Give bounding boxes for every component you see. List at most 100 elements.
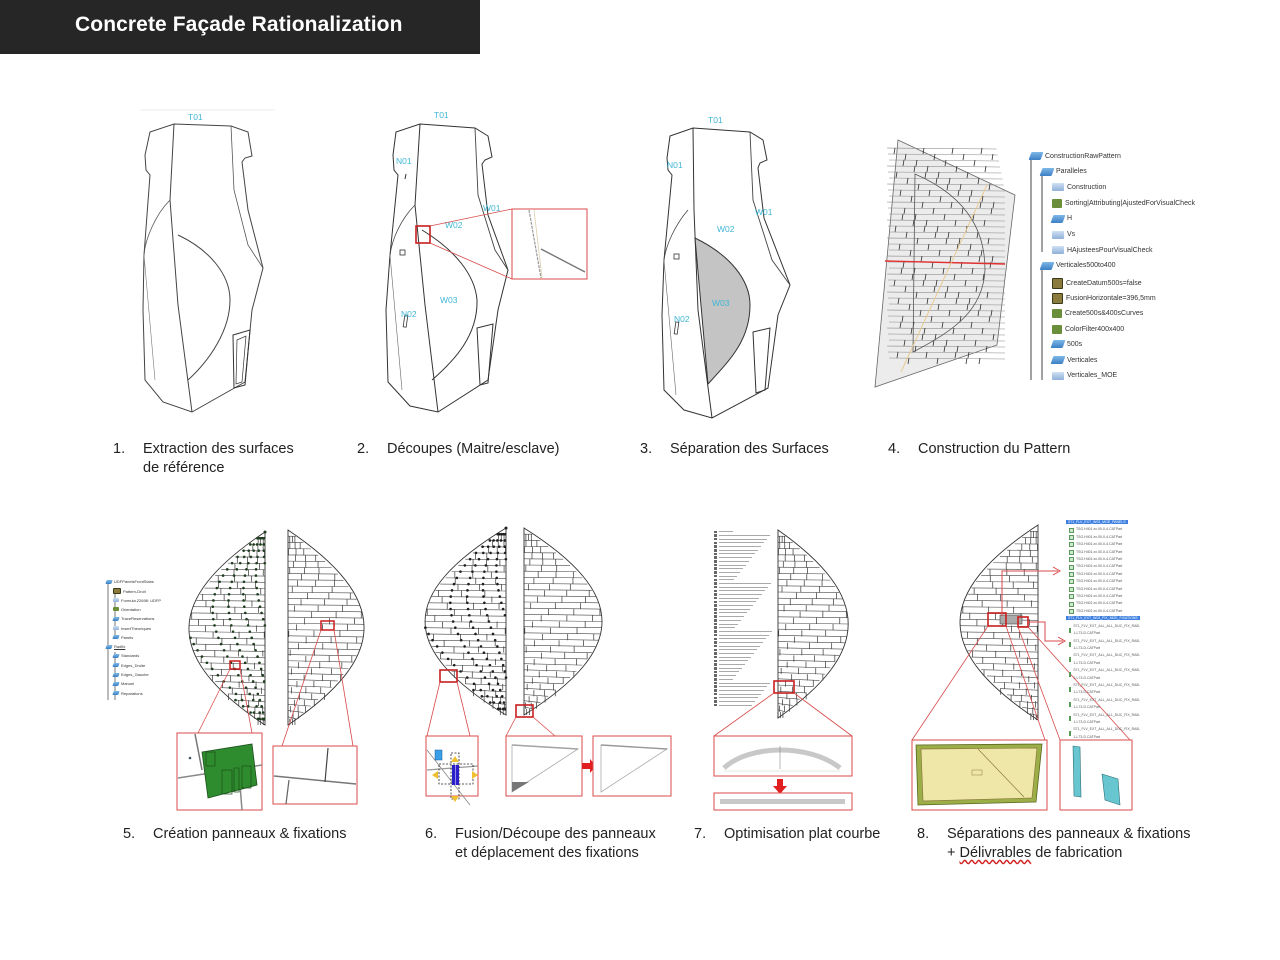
list-item[interactable] — [714, 596, 774, 600]
list-item[interactable] — [714, 604, 774, 608]
tree-group-header[interactable]: S71_FLV_EXT_W03_FIX_MOE_FIXATIONS — [1062, 615, 1140, 622]
tree-item[interactable]: H — [1050, 214, 1072, 223]
list-item[interactable] — [714, 607, 774, 611]
list-item[interactable] — [714, 689, 774, 693]
list-item[interactable] — [714, 670, 774, 674]
list-item[interactable] — [714, 652, 774, 656]
list-item[interactable] — [714, 593, 774, 597]
tree-item[interactable]: Formula.22698: UDFP — [113, 598, 161, 603]
list-item[interactable] — [714, 552, 774, 556]
tree-item[interactable]: Edges_Droite — [112, 663, 145, 668]
tree-item[interactable]: 500s — [1050, 340, 1082, 349]
list-item[interactable] — [714, 571, 774, 575]
tree-item[interactable]: S71_FLV_EXT_ALL_ALL_DUC_FIX_RAB-1-L73-D.… — [1062, 697, 1140, 712]
tree-item[interactable]: S71_FLV_EXT_ALL_ALL_DUC_FIX_RAB-1-L73-D.… — [1062, 712, 1140, 727]
tree-item[interactable]: Vs — [1052, 230, 1075, 239]
tree-item[interactable]: Create500s&400sCurves — [1052, 309, 1143, 318]
tree-item[interactable]: Pattern-Droit — [113, 588, 146, 595]
tree-item[interactable]: TSG.H401.xx.00-0-4.CATPart — [1062, 571, 1140, 578]
tree-item[interactable]: Panels — [112, 635, 133, 640]
list-item[interactable] — [714, 674, 774, 678]
tree-item[interactable]: TSG.H401.xx.00-0-4.CATPart — [1062, 593, 1140, 600]
tree-item[interactable]: S71_FLV_EXT_ALL_ALL_DUC_FIX_RAB-1-L73-D.… — [1062, 652, 1140, 667]
tree-item[interactable]: ConstructionRawPattern — [1028, 152, 1121, 160]
list-item[interactable] — [714, 648, 774, 652]
list-item[interactable] — [714, 659, 774, 663]
list-item[interactable] — [714, 681, 774, 685]
tree-item[interactable]: Verticales500to400 — [1039, 261, 1116, 270]
tree-item[interactable]: S71_FLV_EXT_ALL_ALL_DUC_FIX_RAB-1-L73-D.… — [1062, 623, 1140, 638]
tree-item[interactable]: TSG.H401.xx.00-0-4.CATPart — [1062, 563, 1140, 570]
list-item[interactable] — [714, 703, 774, 707]
tree-item[interactable]: S71_FLV_EXT_ALL_ALL_DUC_FIX_RAB-1-L73-D.… — [1062, 682, 1140, 697]
list-item[interactable] — [714, 600, 774, 604]
tree-item[interactable]: FusionHorizontale=396,5mm — [1052, 293, 1156, 305]
list-item[interactable] — [714, 619, 774, 623]
list-item[interactable] — [714, 666, 774, 670]
list-item[interactable] — [714, 696, 774, 700]
tree-item[interactable]: TSG.H401.xx.00-0-4.CATPart — [1062, 541, 1140, 548]
list-item[interactable] — [714, 567, 774, 571]
tree-item[interactable]: UDFPanelsFrontSlabs — [105, 579, 154, 584]
list-item[interactable] — [714, 574, 774, 578]
tree-item[interactable]: Orientation — [113, 607, 141, 612]
list-item[interactable] — [714, 700, 774, 704]
panel-course-line — [428, 639, 507, 642]
tree-item[interactable]: Paralleles — [1039, 167, 1087, 176]
list-item[interactable] — [714, 534, 774, 538]
tree-item[interactable]: TSG.H401.xx.00-0-4.CATPart — [1062, 534, 1140, 541]
list-item[interactable] — [714, 541, 774, 545]
list-item[interactable] — [714, 685, 774, 689]
list-item[interactable] — [714, 563, 774, 567]
list-item[interactable] — [714, 578, 774, 582]
list-item[interactable] — [714, 589, 774, 593]
tree-item[interactable]: TSG.H401.xx.00-0-4.CATPart — [1062, 526, 1140, 533]
list-item[interactable] — [714, 678, 774, 682]
tree-item[interactable]: Edges_Gauche — [112, 672, 149, 677]
list-item[interactable] — [714, 630, 774, 634]
list-item[interactable] — [714, 637, 774, 641]
list-item[interactable] — [714, 622, 774, 626]
tree-item[interactable]: CreateDatum500s=false — [1052, 277, 1142, 289]
tree-item[interactable]: S71_FLV_EXT_ALL_ALL_DUC_FIX_RAB-1-L73-D.… — [1062, 667, 1140, 682]
tree-item[interactable]: Manuel — [112, 681, 134, 686]
list-item[interactable] — [714, 585, 774, 589]
tree-item[interactable]: TSG.H401.xx.00-0-4.CATPart — [1062, 578, 1140, 585]
list-item[interactable] — [714, 545, 774, 549]
list-item[interactable] — [714, 692, 774, 696]
tree-item[interactable]: Construction — [1052, 183, 1106, 192]
tree-item[interactable]: TSG.H401.xx.00-0-4.CATPart — [1062, 549, 1140, 556]
tree-item[interactable]: TSG.H401.xx.00-0-4.CATPart — [1062, 608, 1140, 615]
list-item[interactable] — [714, 556, 774, 560]
list-item[interactable] — [714, 611, 774, 615]
tree-item[interactable]: HAjusteesPourVisualCheck — [1052, 246, 1152, 255]
list-item[interactable] — [714, 615, 774, 619]
tree-item[interactable]: ColorFilter400x400 — [1052, 324, 1124, 334]
tree-item[interactable]: Verticales — [1050, 356, 1097, 365]
tree-item[interactable]: Standards — [112, 653, 139, 658]
list-item[interactable] — [714, 560, 774, 564]
list-item[interactable] — [714, 548, 774, 552]
tree-item[interactable]: TSG.H401.xx.00-0-4.CATPart — [1062, 586, 1140, 593]
tree-item[interactable]: TraceReservations — [112, 616, 154, 621]
tree-item[interactable]: InsertTheoriques — [113, 626, 151, 631]
list-item[interactable] — [714, 644, 774, 648]
tree-item[interactable]: Reparations — [112, 691, 143, 696]
list-item[interactable] — [714, 537, 774, 541]
list-item[interactable] — [714, 582, 774, 586]
tree-item[interactable]: S71_FLV_EXT_ALL_ALL_DUC_FIX_RAB-1-L73-D.… — [1062, 726, 1140, 741]
list-item[interactable] — [714, 663, 774, 667]
list-item[interactable] — [714, 655, 774, 659]
tree-group-header[interactable]: S71_FLV_EXT_W03_MOE_PANELS — [1062, 519, 1140, 526]
fixation-marker — [468, 613, 471, 617]
list-item[interactable] — [714, 641, 774, 645]
tree-item[interactable]: Sorting|Attributing|AjustedForVisualChec… — [1052, 199, 1195, 209]
tree-item[interactable]: Radfix — [105, 644, 125, 649]
tree-item[interactable]: TSG.H401.xx.00-0-4.CATPart — [1062, 600, 1140, 607]
tree-item[interactable]: Verticales_MOE — [1052, 371, 1117, 380]
list-item[interactable] — [714, 626, 774, 630]
list-item[interactable] — [714, 530, 774, 534]
tree-item[interactable]: TSG.H401.xx.00-0-4.CATPart — [1062, 556, 1140, 563]
tree-item[interactable]: S71_FLV_EXT_ALL_ALL_DUC_FIX_RAB-1-L73-D.… — [1062, 638, 1140, 653]
list-item[interactable] — [714, 633, 774, 637]
